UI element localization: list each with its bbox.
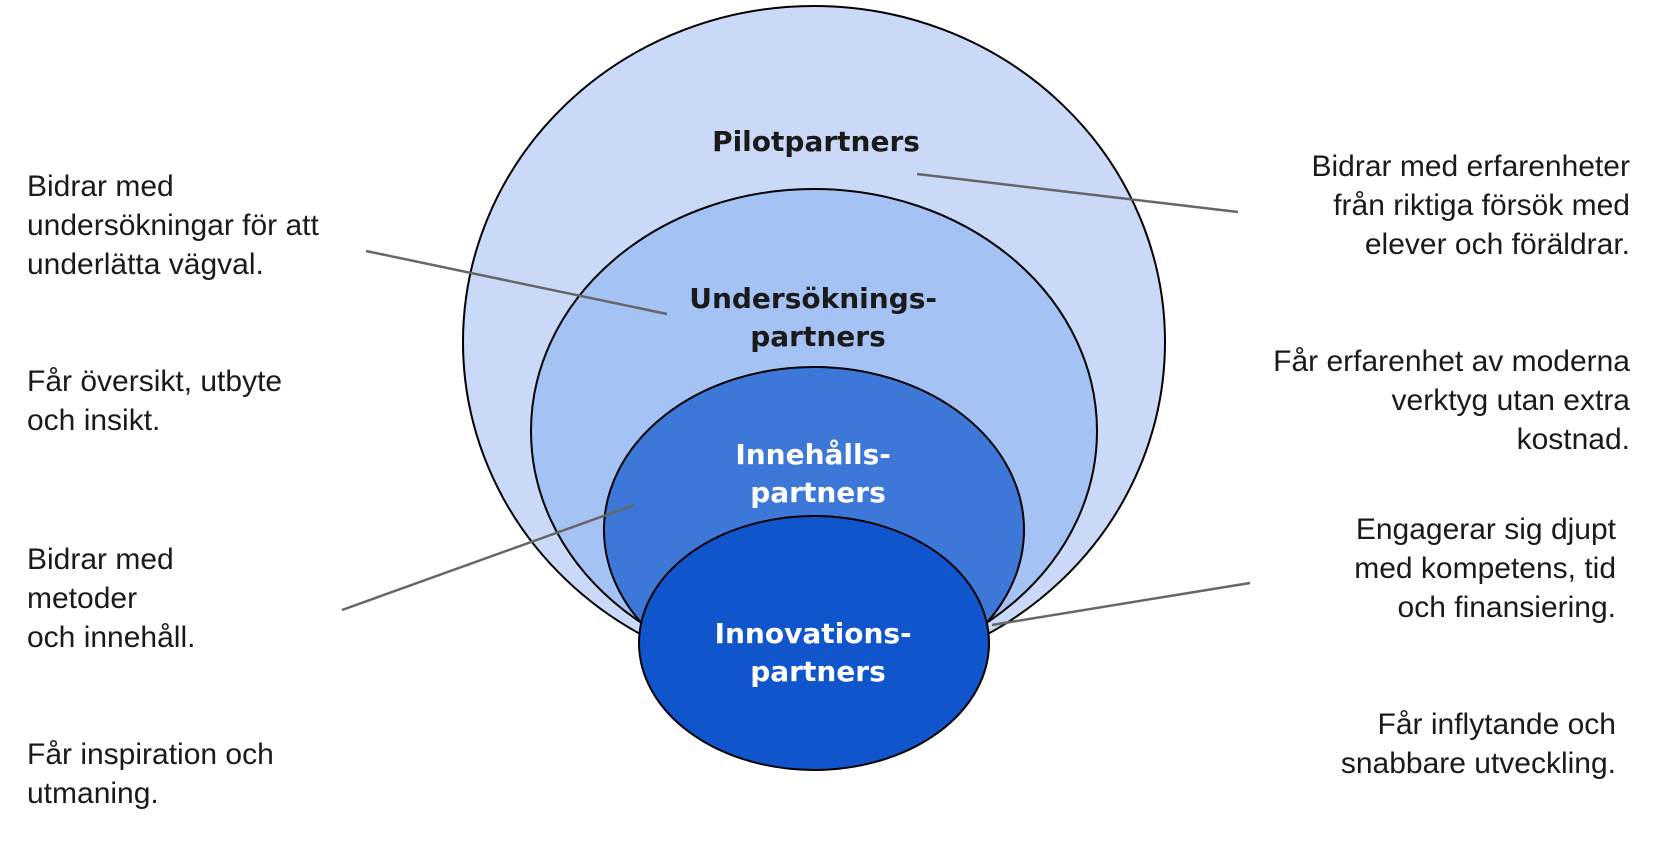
pilot-ring-label-line1: Pilotpartners: [712, 125, 920, 158]
survey-description: Bidrar med undersökningar för att underl…: [27, 128, 407, 479]
survey-ring-label-line2: partners: [750, 320, 886, 353]
content-ring-label-line2: partners: [750, 476, 886, 509]
innovation-description: Engagerar sig djupt med kompetens, tid o…: [1250, 471, 1616, 822]
pilot-contributes-text: Bidrar med erfarenheter från riktiga för…: [1311, 150, 1631, 261]
innovation-ring: [638, 515, 990, 771]
partner-diagram: Pilotpartners Undersöknings- partners In…: [341, 5, 1251, 771]
pilot-connector: [916, 172, 1239, 214]
content-gets-text: Får inspiration och utmaning.: [27, 738, 274, 810]
content-description: Bidrar med metoder och innehåll. Får ins…: [27, 501, 387, 852]
innovation-contributes-text: Engagerar sig djupt med kompetens, tid o…: [1354, 513, 1616, 624]
innovation-connector: [991, 581, 1251, 627]
content-ring-label-line1: Innehålls-: [735, 438, 891, 471]
innovation-ring-label-line2: partners: [750, 655, 886, 688]
content-contributes-text: Bidrar med metoder och innehåll.: [27, 543, 196, 654]
survey-gets-text: Får översikt, utbyte och insikt.: [27, 365, 283, 437]
innovation-gets-text: Får inflytande och snabbare utveckling.: [1340, 708, 1616, 780]
survey-ring-label: Undersöknings- partners: [689, 282, 947, 353]
innovation-ring-label-line1: Innovations-: [715, 617, 912, 650]
content-ring-label: Innehålls- partners: [735, 438, 900, 509]
pilot-gets-text: Får erfarenhet av moderna verktyg utan e…: [1273, 345, 1630, 456]
survey-connector: [365, 249, 668, 316]
content-connector: [341, 503, 635, 612]
innovation-ring-label: Innovations- partners: [715, 617, 922, 688]
pilot-ring-label: Pilotpartners: [712, 125, 920, 158]
survey-contributes-text: Bidrar med undersökningar för att underl…: [27, 170, 319, 281]
pilot-description: Bidrar med erfarenheter från riktiga för…: [1220, 108, 1630, 498]
survey-ring-label-line1: Undersöknings-: [689, 282, 937, 315]
